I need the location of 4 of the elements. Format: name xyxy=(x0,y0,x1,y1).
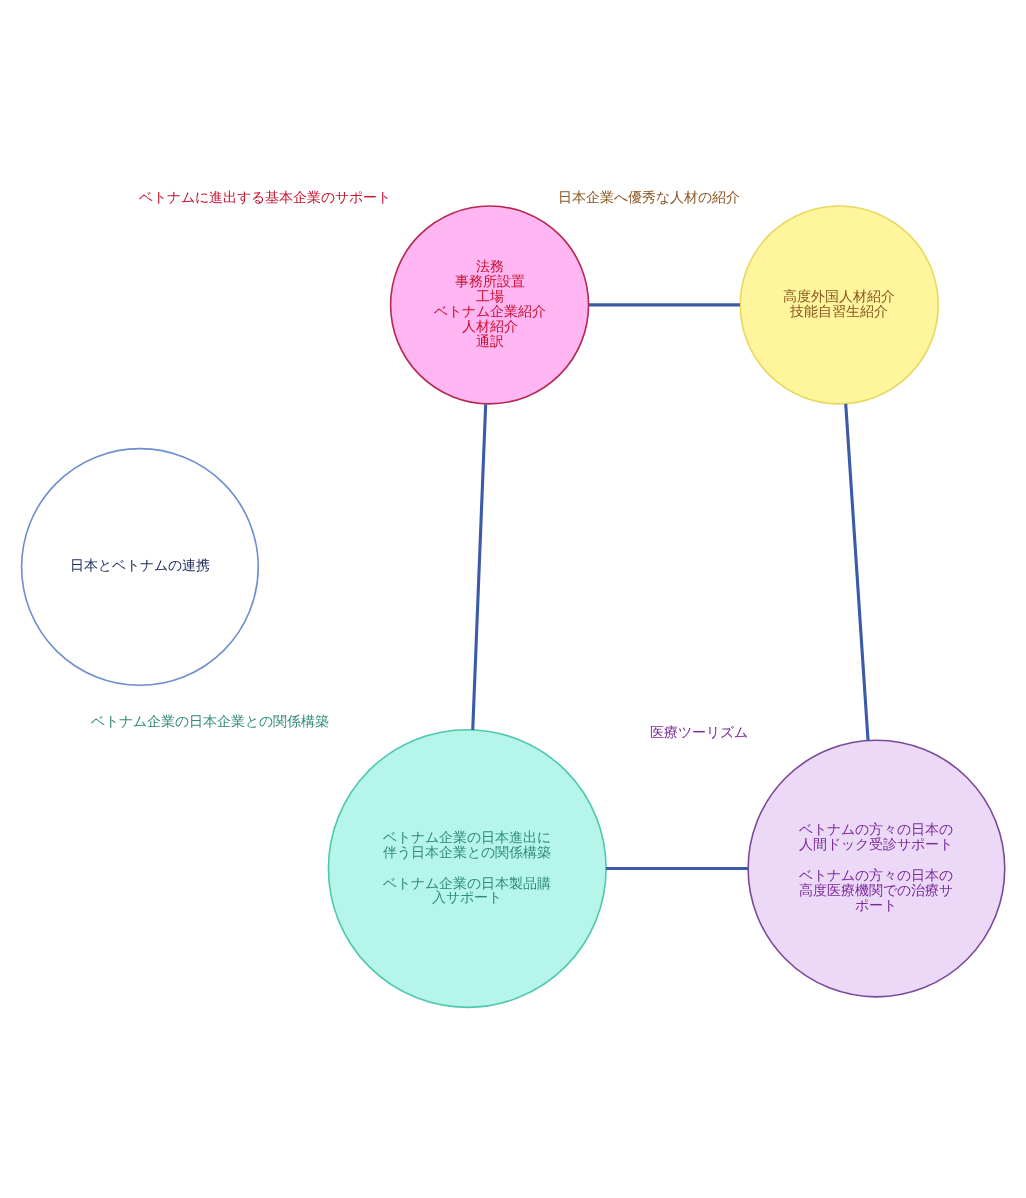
connector xyxy=(471,404,488,730)
connector xyxy=(605,866,749,871)
connector xyxy=(588,303,740,307)
connector xyxy=(844,403,870,741)
